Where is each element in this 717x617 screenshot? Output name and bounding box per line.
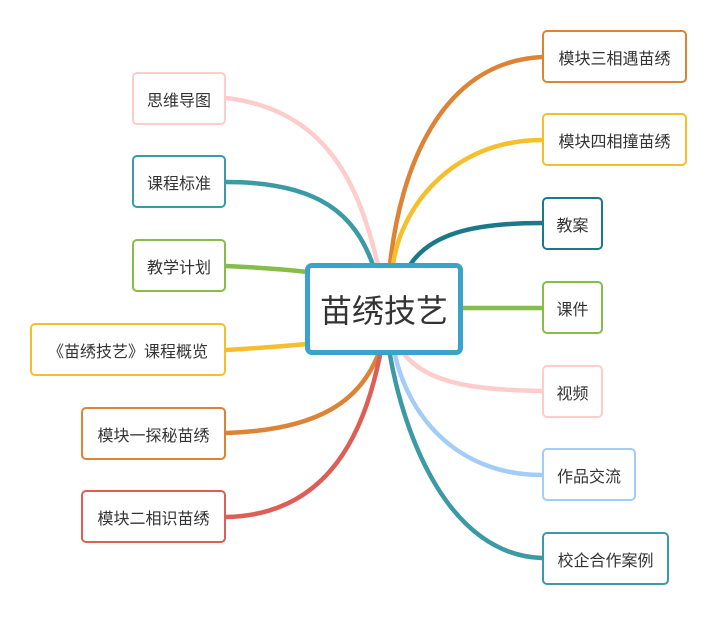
node-course-overview[interactable]: 《苗绣技艺》课程概览 — [30, 323, 226, 376]
node-label: 课程标准 — [146, 173, 211, 193]
connector-school-enterprise — [387, 352, 545, 561]
connector-curriculum-std — [223, 179, 376, 268]
node-module-2[interactable]: 模块二相识苗绣 — [81, 490, 226, 543]
node-teaching-plan[interactable]: 教学计划 — [132, 239, 226, 292]
node-label: 课件 — [556, 299, 589, 319]
node-label: 模块二相识苗绣 — [97, 508, 210, 528]
node-video[interactable]: 视频 — [542, 365, 603, 418]
node-curriculum-standard[interactable]: 课程标准 — [132, 155, 226, 208]
node-label: 作品交流 — [556, 466, 621, 486]
connector-teaching-plan — [223, 263, 311, 275]
node-module-4[interactable]: 模块四相撞苗绣 — [542, 113, 687, 166]
connector-module-2 — [223, 352, 383, 520]
connector-works-exchange — [392, 352, 545, 478]
connector-module-1 — [223, 352, 381, 436]
node-lesson-plan[interactable]: 教案 — [542, 197, 603, 250]
node-label: 模块三相遇苗绣 — [558, 48, 671, 68]
connector-course-overview — [223, 341, 311, 353]
node-works-exchange[interactable]: 作品交流 — [542, 448, 636, 501]
node-school-enterprise[interactable]: 校企合作案例 — [542, 532, 669, 585]
connector-module-3 — [387, 54, 545, 268]
central-topic-label: 苗绣技艺 — [319, 292, 448, 330]
node-module-3[interactable]: 模块三相遇苗绣 — [542, 30, 687, 83]
node-label: 视频 — [556, 383, 589, 403]
connector-lesson-plan — [407, 220, 545, 268]
node-label: 校企合作案例 — [557, 550, 654, 570]
central-topic[interactable]: 苗绣技艺 — [305, 263, 463, 355]
node-label: 《苗绣技艺》课程概览 — [47, 341, 208, 361]
connector-video — [402, 352, 545, 394]
node-label: 思维导图 — [146, 90, 211, 110]
connector-mind-map — [223, 95, 381, 268]
node-label: 模块一探秘苗绣 — [97, 425, 210, 445]
node-label: 教案 — [556, 215, 589, 235]
node-module-1[interactable]: 模块一探秘苗绣 — [81, 407, 226, 460]
connector-module-4 — [390, 137, 545, 268]
node-mind-map[interactable]: 思维导图 — [132, 72, 226, 125]
node-courseware[interactable]: 课件 — [542, 281, 603, 334]
node-label: 模块四相撞苗绣 — [558, 131, 671, 151]
node-label: 教学计划 — [146, 257, 211, 277]
